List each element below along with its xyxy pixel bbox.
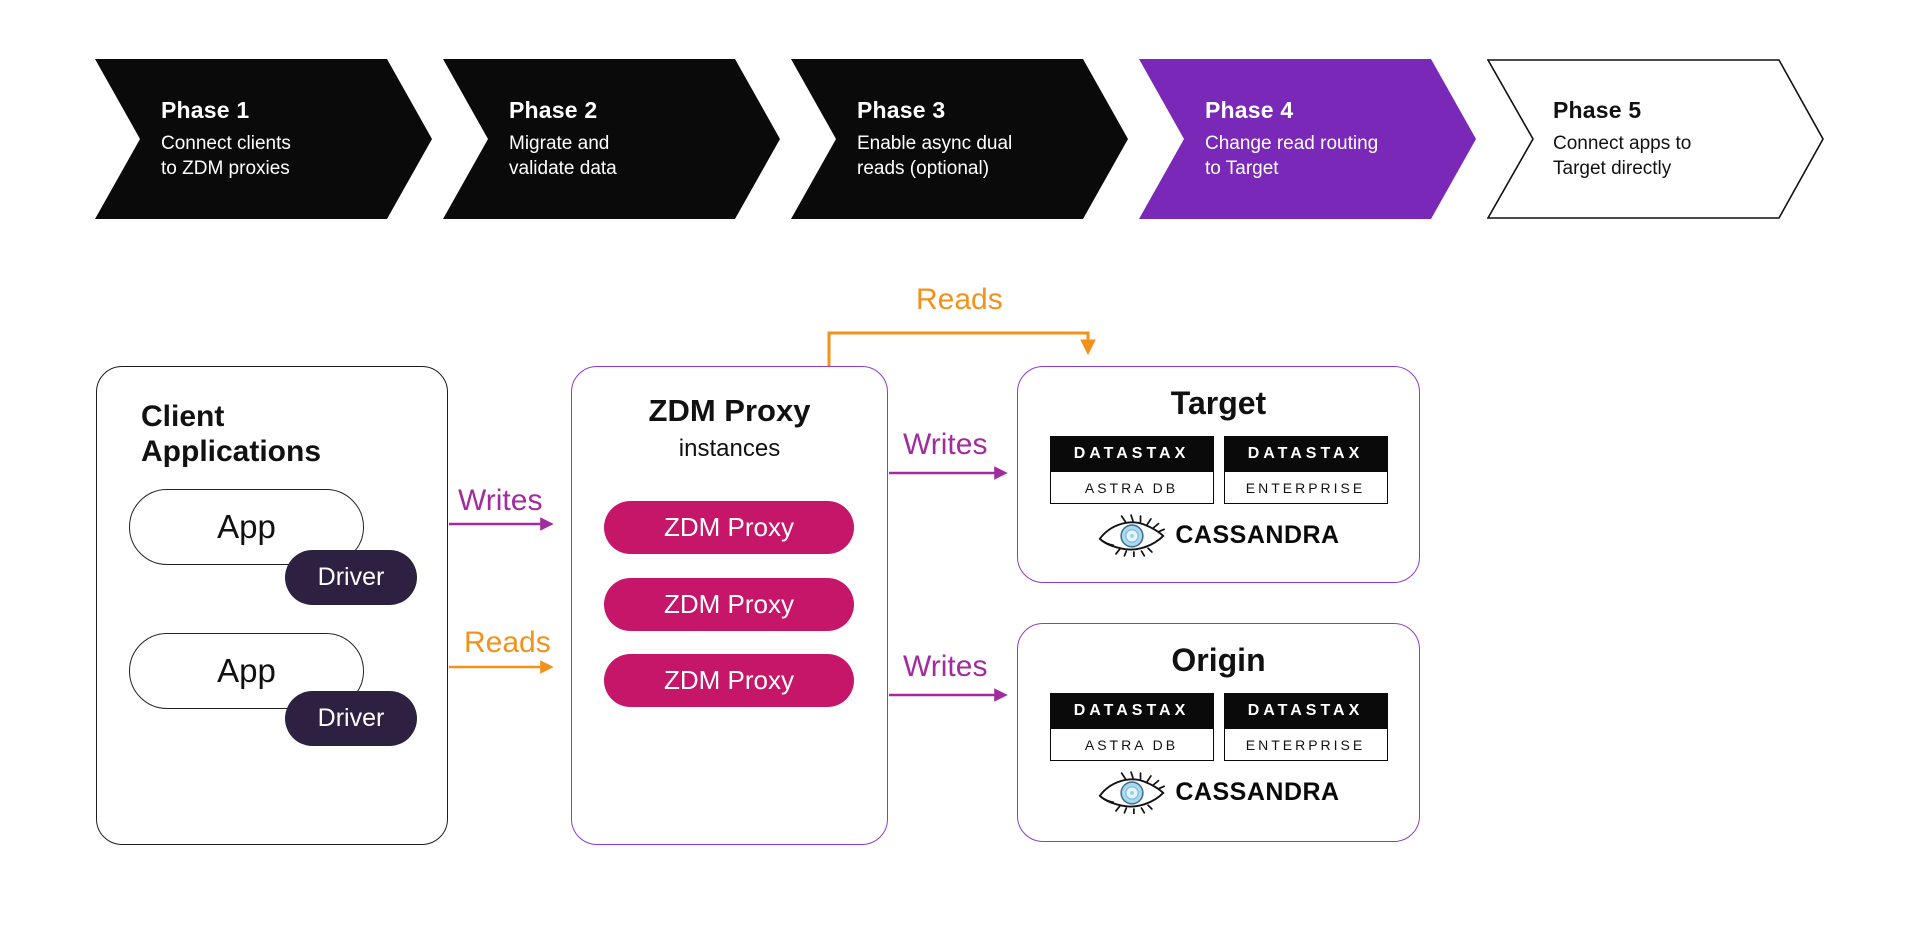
phase-4-chevron-active: Phase 4 Change read routing to Target <box>1139 59 1476 219</box>
phase-title: Phase 2 <box>509 97 598 124</box>
client-title-line2: Applications <box>141 435 322 469</box>
phase-4-text: Phase 4 Change read routing to Target <box>1205 59 1450 219</box>
reads-arrow-proxy-to-target <box>827 331 1096 366</box>
datastax-astra-db-logo: DATASTAX ASTRA DB <box>1049 693 1214 761</box>
target-logo-row: DATASTAX ASTRA DB DATASTAX ENTERPRISE <box>1018 436 1419 504</box>
phase-title: Phase 1 <box>161 97 250 124</box>
astra-db-product-label: ASTRA DB <box>1049 729 1214 761</box>
datastax-brand-mark: DATASTAX <box>1049 693 1214 729</box>
phase-desc-line: to ZDM proxies <box>161 157 290 179</box>
app-label: App <box>217 508 276 545</box>
phase-1-text: Phase 1 Connect clients to ZDM proxies <box>161 59 406 219</box>
zdm-proxy-box: ZDM Proxy instances ZDM Proxy ZDM Proxy … <box>571 366 888 845</box>
phase-desc-line: reads (optional) <box>857 157 990 179</box>
chevron-shape <box>791 59 1128 219</box>
target-cassandra-row: CASSANDRA <box>1018 513 1419 557</box>
driver-pill-2: Driver <box>285 691 417 746</box>
cassandra-label: CASSANDRA <box>1175 777 1340 806</box>
zdm-proxy-title: ZDM Proxy <box>648 393 811 428</box>
driver-pill-1: Driver <box>285 550 417 605</box>
zdm-proxy-instance-2: ZDM Proxy <box>604 578 854 631</box>
zdm-proxy-instance-1: ZDM Proxy <box>604 501 854 554</box>
enterprise-product-label: ENTERPRISE <box>1223 729 1388 761</box>
target-box: Target DATASTAX ASTRA DB DATASTAX ENTERP… <box>1017 366 1420 583</box>
zdm-proxy-instance-label: ZDM Proxy <box>664 665 794 695</box>
driver-label: Driver <box>317 563 385 591</box>
phase-1-chevron: Phase 1 Connect clients to ZDM proxies <box>95 59 432 219</box>
datastax-brand-mark: DATASTAX <box>1049 436 1214 472</box>
cassandra-eye-icon <box>1098 771 1166 814</box>
datastax-enterprise-logo: DATASTAX ENTERPRISE <box>1223 436 1388 504</box>
chevron-shape <box>1487 59 1824 219</box>
phase-3-chevron: Phase 3 Enable async dual reads (optiona… <box>791 59 1128 219</box>
driver-label: Driver <box>317 704 385 732</box>
enterprise-product-label: ENTERPRISE <box>1223 472 1388 504</box>
cassandra-eye-icon <box>1098 514 1166 557</box>
datastax-brand-mark: DATASTAX <box>1223 693 1388 729</box>
phase-2-text: Phase 2 Migrate and validate data <box>509 59 754 219</box>
zdm-proxy-instance-3: ZDM Proxy <box>604 654 854 707</box>
phase-desc-line: to Target <box>1205 157 1279 179</box>
phase-5-chevron: Phase 5 Connect apps to Target directly <box>1487 59 1824 219</box>
phase-3-text: Phase 3 Enable async dual reads (optiona… <box>857 59 1102 219</box>
phase-desc-line: Change read routing <box>1205 133 1379 155</box>
writes-label-client-to-proxy: Writes <box>458 484 543 517</box>
client-title-line1: Client <box>141 400 225 433</box>
phase-desc-line: Connect clients <box>161 133 291 155</box>
astra-db-product-label: ASTRA DB <box>1049 472 1214 504</box>
zdm-proxy-subtitle: instances <box>678 435 781 462</box>
client-box-title: Client Applications <box>141 399 321 469</box>
phase-title: Phase 5 <box>1553 97 1642 124</box>
phase-desc-line: Target directly <box>1553 157 1672 179</box>
phase-2-chevron: Phase 2 Migrate and validate data <box>443 59 780 219</box>
phase-desc-line: validate data <box>509 157 617 179</box>
target-title: Target <box>1170 385 1267 421</box>
writes-label-proxy-to-origin: Writes <box>903 650 988 683</box>
client-applications-box: Client Applications App Driver App Drive… <box>96 366 448 845</box>
phase-desc-line: Connect apps to <box>1553 133 1692 155</box>
origin-box: Origin DATASTAX ASTRA DB DATASTAX ENTERP… <box>1017 623 1420 842</box>
phase-title: Phase 4 <box>1205 97 1294 124</box>
datastax-brand-mark: DATASTAX <box>1223 436 1388 472</box>
zdm-proxy-instance-label: ZDM Proxy <box>664 589 794 619</box>
reads-label-proxy-to-target: Reads <box>916 283 1003 316</box>
phase-desc-line: Migrate and <box>509 133 610 155</box>
reads-label-client-to-proxy: Reads <box>464 626 551 659</box>
app-label: App <box>217 652 276 689</box>
origin-cassandra-row: CASSANDRA <box>1018 770 1419 814</box>
chevron-shape <box>1139 59 1476 219</box>
origin-title: Origin <box>1171 642 1266 678</box>
writes-label-proxy-to-target: Writes <box>903 428 988 461</box>
phase-title: Phase 3 <box>857 97 946 124</box>
phase-5-text: Phase 5 Connect apps to Target directly <box>1553 59 1798 219</box>
chevron-shape <box>443 59 780 219</box>
zdm-proxy-instance-label: ZDM Proxy <box>664 512 794 542</box>
cassandra-label: CASSANDRA <box>1175 520 1340 549</box>
chevron-shape <box>95 59 432 219</box>
phase-desc-line: Enable async dual <box>857 133 1013 155</box>
datastax-astra-db-logo: DATASTAX ASTRA DB <box>1049 436 1214 504</box>
datastax-enterprise-logo: DATASTAX ENTERPRISE <box>1223 693 1388 761</box>
origin-logo-row: DATASTAX ASTRA DB DATASTAX ENTERPRISE <box>1018 693 1419 761</box>
app-pill-1: App <box>129 489 364 565</box>
